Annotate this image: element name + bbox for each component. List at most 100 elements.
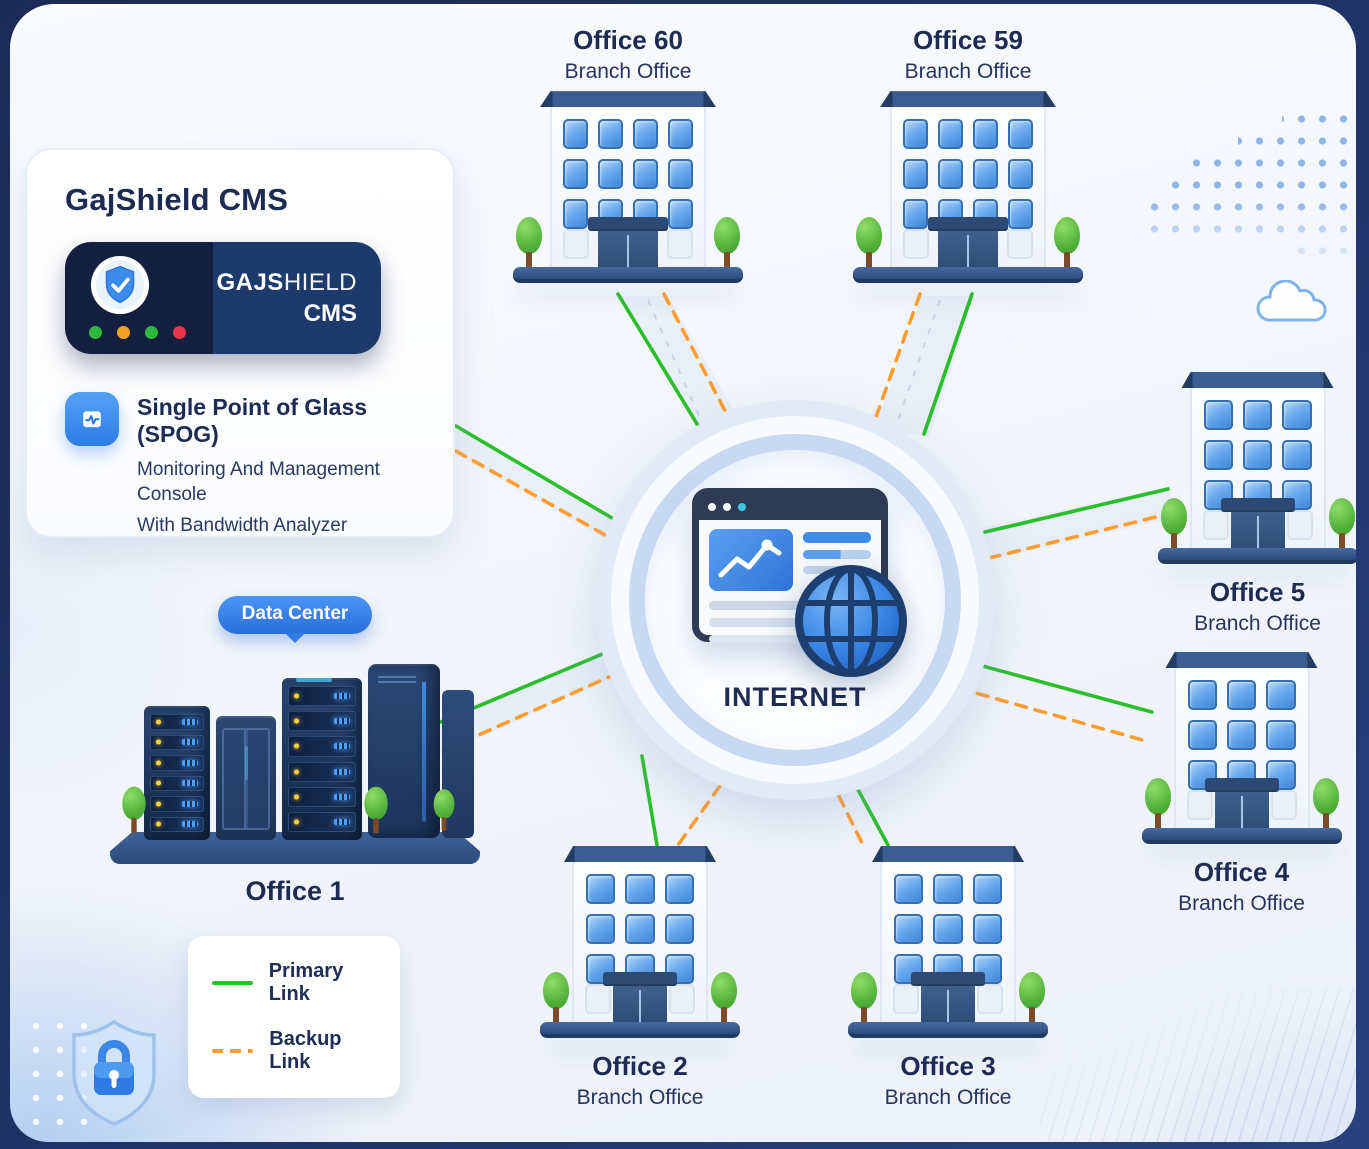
diagonal-lines-bottom-right — [1040, 988, 1356, 1142]
primary-link-office-3 — [854, 784, 890, 847]
office-5-node: Office 5 Branch Office — [1150, 366, 1356, 637]
primary-link-office-4 — [966, 660, 1154, 714]
spog-heading: Single Point of Glass (SPOG) — [137, 394, 368, 447]
tree-icon — [850, 972, 878, 1024]
building-icon — [513, 91, 743, 284]
office-4-node: Office 4 Branch Office — [1134, 646, 1349, 917]
status-dot — [145, 326, 158, 339]
spog-text: Single Point of Glass (SPOG) Monitoring … — [137, 392, 415, 546]
building-body — [550, 105, 706, 284]
data-center-badge: Data Center — [217, 596, 373, 634]
building-base — [513, 267, 743, 284]
primary-link-sample — [212, 981, 253, 985]
office-3-caption: Office 3 Branch Office — [884, 1051, 1012, 1109]
backup-link-cms — [454, 449, 632, 551]
cloud-icon — [1256, 280, 1327, 322]
office-59-node: Office 59 Branch Office — [848, 24, 1088, 284]
browser-window-icon — [692, 488, 888, 643]
brand-light: HIELD — [283, 268, 357, 296]
gajshield-logo-badge: GAJSHIELD CMS — [65, 242, 381, 354]
brand-bold: GAJS — [216, 268, 284, 296]
status-dots — [89, 326, 186, 339]
spog-line1: Monitoring And Management Console — [137, 459, 380, 505]
building-icon — [1141, 652, 1342, 844]
tree-icon — [515, 217, 543, 270]
office-5-caption: Office 5 Branch Office — [1194, 577, 1321, 635]
internet-label: INTERNET — [723, 682, 867, 712]
spog-section: Single Point of Glass (SPOG) Monitoring … — [65, 392, 415, 546]
beam-data-center — [430, 650, 616, 760]
tree-icon — [1312, 778, 1340, 830]
office-60-caption: Office 60 Branch Office — [564, 25, 692, 83]
building-icon — [853, 91, 1083, 284]
office-4-caption: Office 4 Branch Office — [1178, 857, 1305, 915]
diagram-canvas: GajShield CMS GAJSHIELD — [10, 4, 1356, 1142]
brand-product: CMS — [303, 299, 357, 327]
primary-link-cms — [454, 424, 636, 533]
building-icon — [848, 846, 1048, 1038]
tree-icon — [121, 786, 146, 834]
beam-office-59 — [874, 296, 974, 436]
spog-line2: With Bandwidth Analyzer — [137, 515, 348, 537]
tree-icon — [710, 972, 738, 1024]
server-racks-icon — [110, 646, 480, 864]
office-59-caption: Office 59 Branch Office — [904, 25, 1032, 83]
backup-link-sample — [212, 1049, 254, 1053]
building-icon — [540, 846, 740, 1038]
office-2-node: Office 2 Branch Office — [530, 840, 750, 1111]
lock-shield-icon — [72, 1019, 156, 1126]
beam-cms — [455, 424, 636, 552]
server-cabinet-icon — [216, 716, 276, 840]
deco-dash-line — [896, 299, 941, 424]
office-3-node: Office 3 Branch Office — [838, 840, 1058, 1111]
tree-icon — [363, 786, 388, 834]
badge-shield-panel — [65, 242, 213, 354]
status-dot — [117, 326, 130, 339]
backup-link-office-4 — [956, 686, 1148, 743]
globe-icon — [795, 565, 907, 677]
gajshield-cms-card: GajShield CMS GAJSHIELD — [25, 148, 455, 538]
tree-icon — [1018, 972, 1046, 1024]
data-center-node: Data Center Office 1 — [110, 596, 480, 907]
tree-icon — [433, 789, 455, 831]
legend-primary-row: Primary Link — [212, 960, 376, 1006]
legend-card: Primary Link Backup Link — [188, 936, 400, 1098]
office-60-node: Office 60 Branch Office — [508, 24, 748, 284]
tree-icon — [542, 972, 570, 1024]
internet-hub: INTERNET — [595, 400, 995, 800]
brand-wordmark: GAJSHIELD — [216, 269, 357, 297]
legend-backup-row: Backup Link — [212, 1028, 376, 1074]
backup-link-office-5 — [987, 511, 1174, 560]
primary-link-office-2 — [640, 754, 659, 847]
server-rack-icon — [282, 678, 362, 840]
backup-link-office-59 — [870, 292, 922, 430]
backup-link-office-60 — [662, 292, 736, 430]
server-tower-icon — [368, 664, 440, 838]
tree-icon — [1053, 217, 1081, 270]
primary-link-office-59 — [922, 292, 974, 436]
beam-office-5 — [982, 486, 1172, 560]
tree-icon — [1328, 498, 1356, 550]
beam-office-60 — [620, 296, 742, 444]
tree-icon — [1144, 778, 1172, 830]
network-links — [427, 292, 1174, 847]
server-rack-icon — [144, 706, 210, 840]
browser-titlebar — [698, 494, 882, 520]
tree-icon — [713, 217, 741, 270]
office-2-caption: Office 2 Branch Office — [576, 1051, 704, 1109]
primary-link-office-60 — [616, 292, 710, 444]
tree-icon — [1160, 498, 1188, 550]
backup-link-office-2 — [676, 784, 722, 847]
status-dot — [173, 326, 186, 339]
building-icon — [1157, 372, 1356, 564]
building-roof — [540, 91, 716, 108]
status-dot — [89, 326, 102, 339]
cms-card-title: GajShield CMS — [65, 182, 289, 217]
primary-link-office-5 — [983, 487, 1170, 534]
tree-icon — [855, 217, 883, 270]
chart-thumbnail-icon — [709, 529, 793, 591]
badge-brand-panel: GAJSHIELD CMS — [213, 242, 381, 354]
office-1-label: Office 1 — [245, 876, 345, 906]
shield-check-icon — [90, 255, 150, 315]
spog-icon — [65, 392, 119, 446]
